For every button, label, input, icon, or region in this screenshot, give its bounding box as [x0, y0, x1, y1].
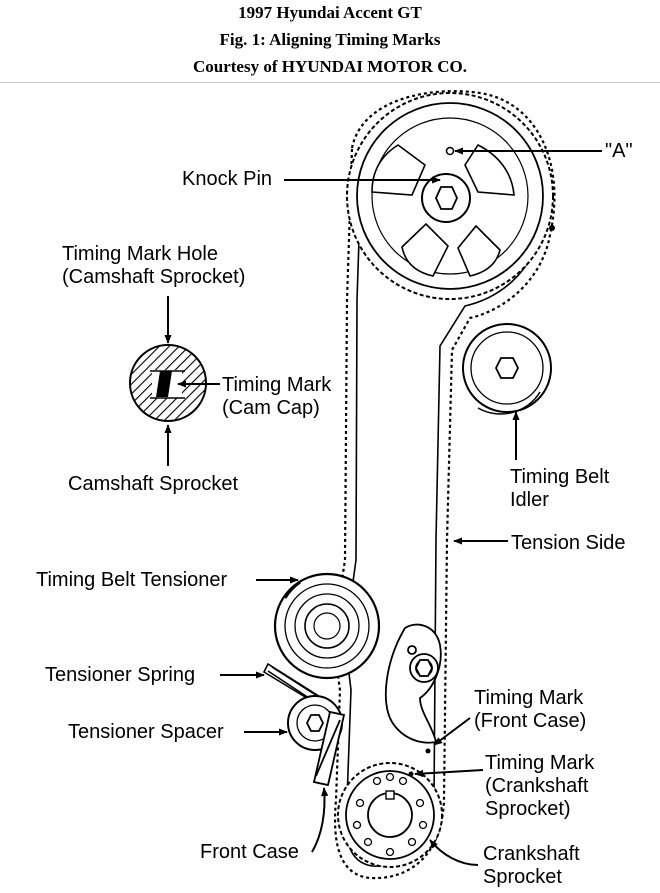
tensioner-bracket [384, 623, 442, 744]
courtesy-line: Courtesy of HYUNDAI MOTOR CO. [192, 57, 468, 76]
label-front-case: Front Case [200, 841, 299, 863]
header-divider [0, 82, 660, 83]
label-idler-sub: Idler [510, 489, 549, 511]
label-crank-mark-sub2: Sprocket) [485, 798, 571, 820]
label-crank-sprocket: Crankshaft [483, 843, 580, 865]
label-tension-side: Tension Side [511, 532, 626, 554]
label-tensioner: Timing Belt Tensioner [36, 569, 228, 591]
page-title: 1997 Hyundai Accent GT [238, 3, 422, 22]
label-idler: Timing Belt [510, 466, 610, 488]
label-tensioner-spacer: Tensioner Spacer [68, 721, 224, 743]
label-crank-mark-sub1: (Crankshaft [485, 775, 589, 797]
label-tensioner-spring: Tensioner Spring [45, 664, 195, 686]
label-a: "A" [605, 140, 633, 162]
label-timing-mark-hole-sub: (Camshaft Sprocket) [62, 266, 245, 288]
label-crank-mark: Timing Mark [485, 752, 595, 774]
label-front-case-mark: Timing Mark [474, 687, 584, 709]
figure-header: 1997 Hyundai Accent GT Fig. 1: Aligning … [0, 0, 660, 81]
label-timing-mark-hole: Timing Mark Hole [62, 243, 218, 265]
callout-labels: "A" Knock Pin Timing Mark Hole (Camshaft… [36, 140, 633, 888]
label-crank-sprocket-sub: Sprocket [483, 866, 562, 888]
front-case-edge [312, 710, 346, 787]
label-camshaft-sprocket: Camshaft Sprocket [68, 473, 239, 495]
leader-lines [164, 147, 602, 866]
camshaft-sprocket [346, 92, 555, 300]
timing-belt-tensioner [273, 572, 381, 680]
crankshaft-sprocket [337, 748, 443, 868]
label-front-case-mark-sub: (Front Case) [474, 710, 586, 732]
label-knock-pin: Knock Pin [182, 168, 272, 190]
figure-caption: Fig. 1: Aligning Timing Marks [219, 30, 441, 49]
timing-belt-idler [462, 323, 552, 415]
label-timing-mark-cam-sub: (Cam Cap) [222, 397, 320, 419]
label-timing-mark-cam: Timing Mark [222, 374, 332, 396]
